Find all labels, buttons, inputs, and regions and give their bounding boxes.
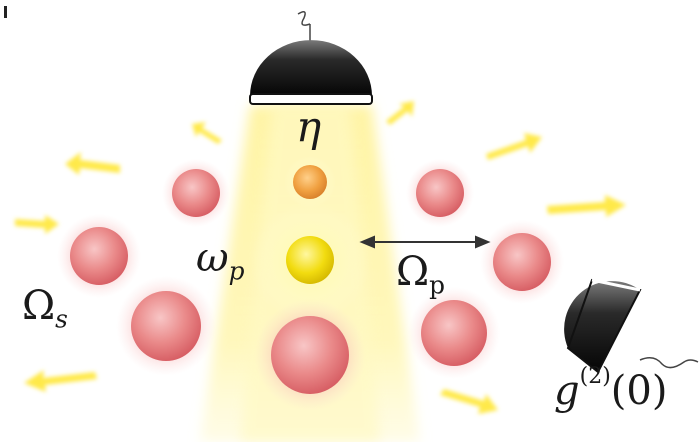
atom-array [57,156,564,411]
label-g2: g(2)(0) [554,366,667,411]
atom [254,299,366,411]
atom [162,159,230,227]
label-omega-p: ωp [196,238,245,284]
Omega-p-subscript: p [429,270,446,300]
atom [408,287,500,379]
photon-arrow-icon [192,122,222,144]
label-eta: η [296,106,321,148]
corner-tick [4,6,7,18]
omega-subscript: p [228,256,245,286]
center-atom [286,236,334,284]
eta-symbol: η [296,102,322,151]
photon-arrows [15,101,626,414]
omega-symbol: ω [196,235,229,281]
atom [57,214,141,298]
g-argument: (0) [610,367,668,414]
atom [116,276,216,376]
double-arrow-icon [359,235,491,249]
label-Omega-p: Ωp [396,252,445,298]
atom [480,220,564,304]
Omega-s-symbol: Ω [22,283,56,329]
side-detector-icon [564,278,699,374]
g-superscript: (2) [579,364,611,389]
detector-icon [249,11,373,105]
photon-arrow-icon [547,195,626,217]
photon-arrow-icon [24,370,97,392]
Omega-p-symbol: Ω [396,249,430,295]
g-symbol: g [554,367,580,414]
photon-arrow-icon [15,215,59,234]
photon-arrow-icon [486,133,542,160]
Omega-s-subscript: s [55,304,68,334]
photon-arrow-icon [386,101,414,125]
atom [406,159,474,227]
photon-arrow-icon [440,389,498,414]
photon-arrow-icon [65,152,120,175]
top-atom [284,156,336,208]
label-Omega-s: Ωs [22,286,68,332]
